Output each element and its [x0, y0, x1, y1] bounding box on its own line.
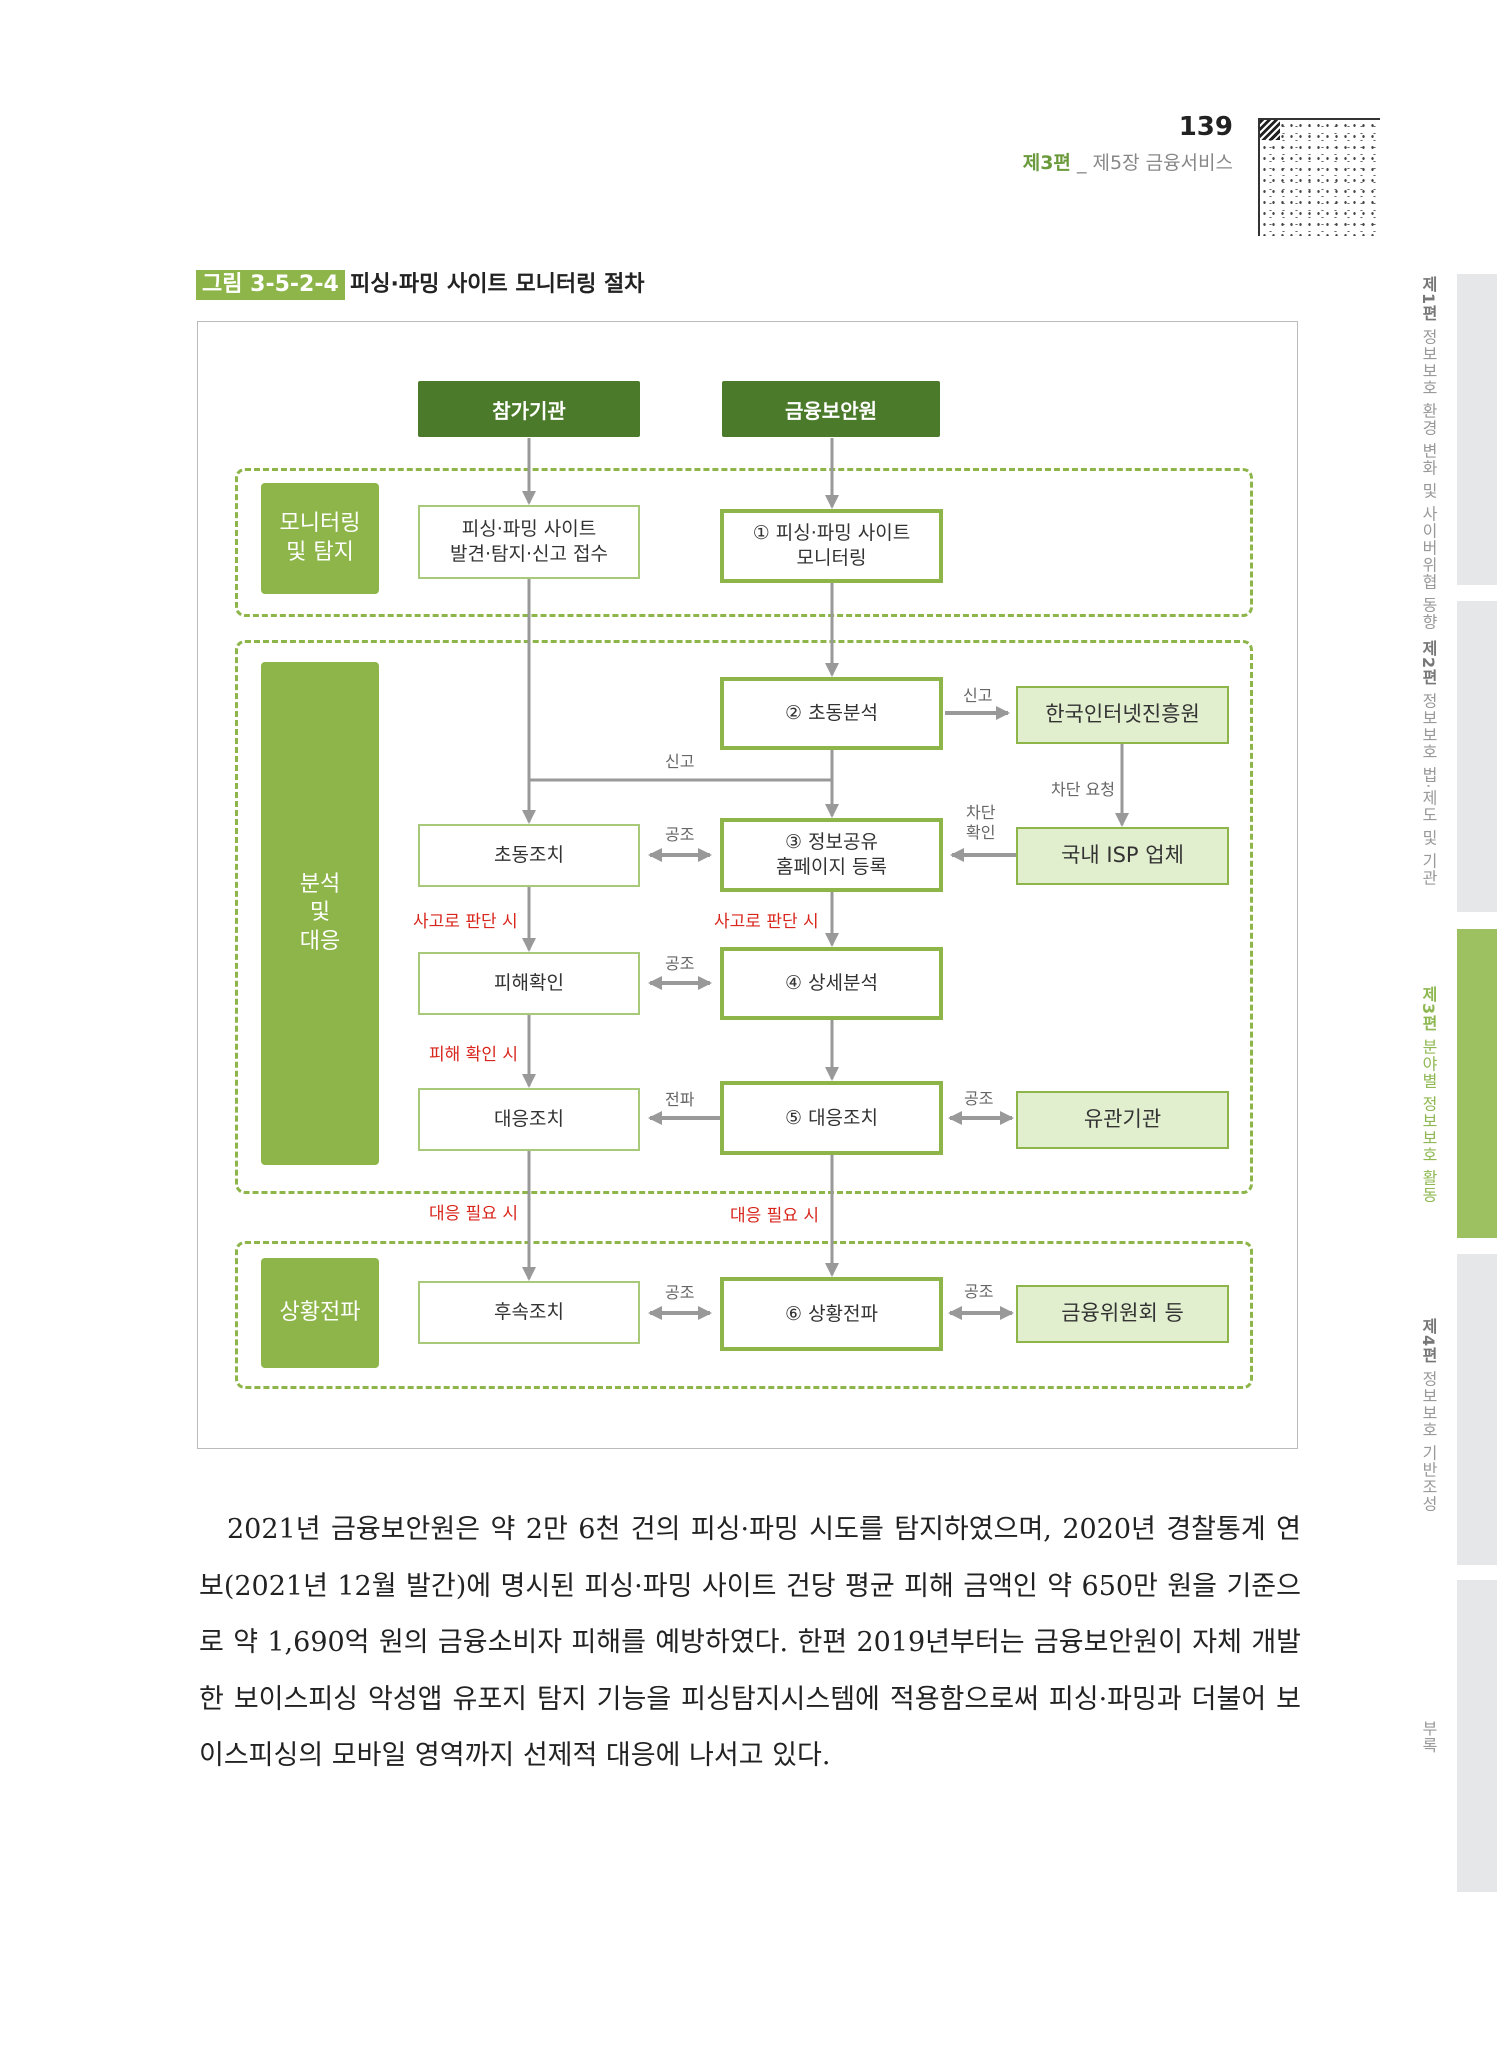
edge-label: 공조	[665, 825, 695, 844]
box-kisa: 한국인터넷진흥원	[1016, 686, 1229, 744]
body-paragraph: 2021년 금융보안원은 약 2만 6천 건의 피싱·파밍 시도를 탐지하였으며…	[199, 1514, 1301, 1771]
condition-label: 대응 필요 시	[730, 1206, 820, 1226]
figure-number: 그림 3-5-2-4	[196, 270, 345, 300]
box-response-action: 대응조치	[418, 1088, 640, 1151]
box-follow-up: 후속조치	[418, 1281, 640, 1344]
edge-label: 공조	[964, 1089, 994, 1108]
side-tab-part3[interactable]	[1457, 929, 1497, 1238]
box-step5-response: ⑤ 대응조치	[720, 1081, 943, 1155]
side-tab-label: 제3편 분야별 정보보호 활동	[1419, 986, 1438, 1204]
edge-label: 신고	[963, 686, 993, 705]
figure-frame	[197, 321, 1298, 1449]
header-fsi: 금융보안원	[722, 381, 940, 437]
box-step3-info-sharing: ③ 정보공유 홈페이지 등록	[720, 818, 943, 892]
header-participants: 참가기관	[418, 381, 640, 437]
phase-propagation: 상황전파	[261, 1258, 379, 1368]
edge-label: 공조	[665, 954, 695, 973]
separator: _	[1076, 152, 1087, 174]
condition-label: 사고로 판단 시	[714, 912, 819, 932]
box-related-agencies: 유관기관	[1016, 1091, 1229, 1149]
box-fsc: 금융위원회 등	[1016, 1285, 1229, 1343]
side-tab-part4[interactable]	[1457, 1254, 1497, 1565]
side-tab-label: 부록	[1419, 1720, 1438, 1754]
edge-label: 차단 확인	[966, 803, 996, 842]
qr-code-icon	[1258, 118, 1380, 236]
zone-analysis	[235, 640, 1253, 1194]
side-tab-appendix[interactable]	[1457, 1580, 1497, 1892]
edge-label: 공조	[964, 1282, 994, 1301]
condition-label: 대응 필요 시	[429, 1204, 519, 1224]
figure-title: 피싱·파밍 사이트 모니터링 절차	[350, 272, 645, 297]
box-isp: 국내 ISP 업체	[1016, 827, 1229, 885]
box-initial-action: 초동조치	[418, 824, 640, 887]
condition-label: 사고로 판단 시	[413, 912, 518, 932]
side-tab-label: 제2편 정보보호 법·제도 및 기관	[1419, 640, 1438, 887]
zone-monitoring	[235, 468, 1253, 617]
page-number: 139	[1178, 112, 1233, 142]
chapter-label: 제5장 금융서비스	[1092, 152, 1234, 174]
edge-label: 차단 요청	[1051, 780, 1115, 799]
box-damage-check: 피해확인	[418, 952, 640, 1015]
box-step2-initial-analysis: ② 초동분석	[720, 677, 943, 750]
box-step4-detailed-analysis: ④ 상세분석	[720, 947, 943, 1020]
side-tab-part2[interactable]	[1457, 601, 1497, 912]
edge-label: 전파	[665, 1090, 695, 1109]
phase-analysis: 분석 및 대응	[261, 662, 379, 1165]
running-header: 제3편 _ 제5장 금융서비스	[1023, 148, 1233, 175]
box-step6-propagation: ⑥ 상황전파	[720, 1277, 943, 1351]
side-tab-part1[interactable]	[1457, 274, 1497, 585]
box-site-report-intake: 피싱·파밍 사이트 발견·탐지·신고 접수	[418, 505, 640, 579]
part-label: 제3편	[1022, 152, 1071, 174]
side-tab-label: 제4편 정보보호 기반조성	[1419, 1318, 1438, 1513]
phase-monitoring: 모니터링 및 탐지	[261, 483, 379, 594]
side-tab-label: 제1편 정보보호 환경 변화 및 사이버위협 동향	[1419, 276, 1438, 631]
condition-label: 피해 확인 시	[429, 1045, 519, 1065]
box-step1-monitoring: ① 피싱·파밍 사이트 모니터링	[720, 509, 943, 583]
zone-propagation	[235, 1241, 1253, 1389]
edge-label: 신고	[665, 752, 695, 771]
edge-label: 공조	[665, 1283, 695, 1302]
